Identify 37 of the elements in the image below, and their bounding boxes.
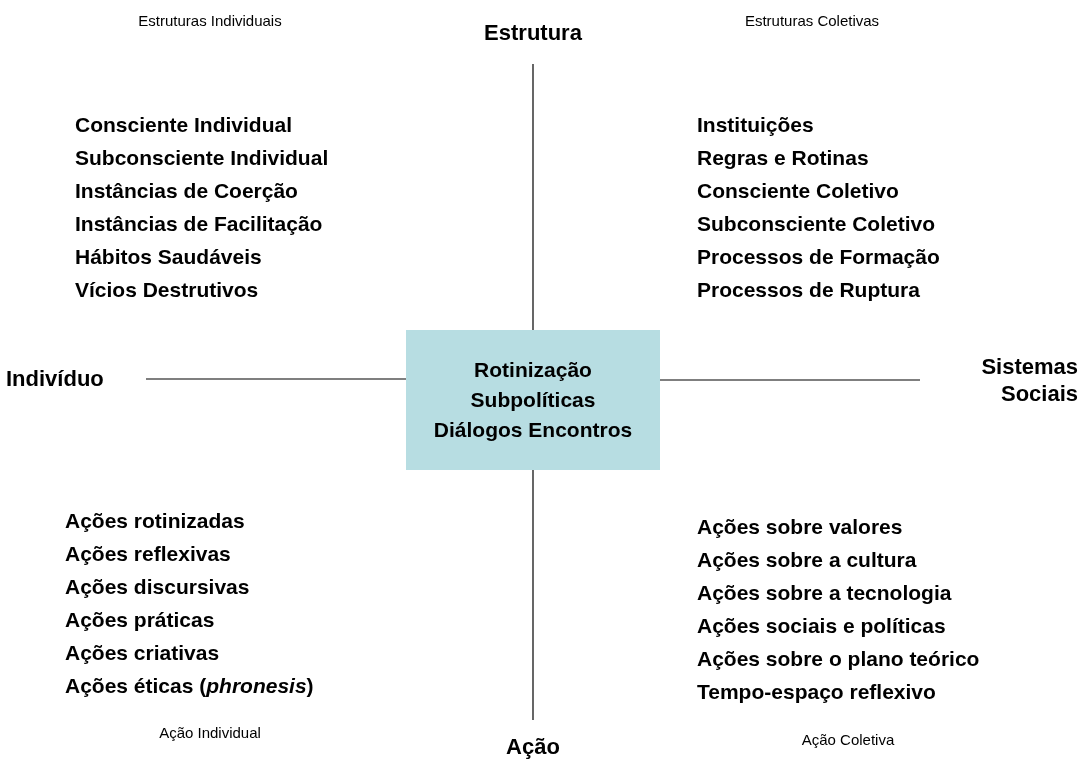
quadrant-caption: Ação Coletiva: [800, 730, 896, 750]
list-item: Instâncias de Coerção: [75, 178, 298, 204]
center-box: Rotinização Subpolíticas Diálogos Encontros: [406, 330, 660, 470]
list-item: Ações práticas: [65, 607, 215, 633]
axis-label: Sistemas Sociais: [920, 353, 1078, 407]
list-item: Instâncias de Facilitação: [75, 211, 323, 237]
quadrant-caption: Estruturas Coletivas: [743, 11, 881, 31]
axis-line: [659, 379, 921, 381]
list-item: Ações sociais e políticas: [697, 613, 946, 639]
list-item: Ações sobre o plano teórico: [697, 646, 980, 672]
list-item: Ações sobre valores: [697, 514, 903, 540]
list-item: Hábitos Saudáveis: [75, 244, 262, 270]
list-item: Tempo-espaço reflexivo: [697, 679, 936, 705]
list-item: Ações reflexivas: [65, 541, 231, 567]
axis-label: Indivíduo: [6, 366, 146, 392]
list-item: Instituições: [697, 112, 814, 138]
list-item: Ações discursivas: [65, 574, 250, 600]
list-item: Ações criativas: [65, 640, 220, 666]
list-item: Processos de Formação: [697, 244, 940, 270]
list-item: Ações rotinizadas: [65, 508, 245, 534]
list-item: Regras e Rotinas: [697, 145, 869, 171]
list-item: Subconsciente Coletivo: [697, 211, 936, 237]
list-item: Consciente Individual: [75, 112, 293, 138]
axis-line: [532, 63, 534, 331]
list-item: Subconsciente Individual: [75, 145, 329, 171]
list-item: Ações sobre a tecnologia: [697, 580, 952, 606]
axis-line: [532, 469, 534, 721]
list-item: Vícios Destrutivos: [75, 277, 259, 303]
axis-label: Estrutura: [470, 20, 596, 64]
quadrant-caption: Ação Individual: [158, 723, 262, 743]
list-item: Consciente Coletivo: [697, 178, 899, 204]
axis-line: [145, 378, 407, 380]
quadrant-caption: Estruturas Individuais: [137, 11, 283, 31]
axis-label: Ação: [480, 720, 586, 760]
list-item: Ações sobre a cultura: [697, 547, 917, 573]
list-item: Ações éticas (phronesis): [65, 673, 314, 699]
list-item: Processos de Ruptura: [697, 277, 920, 303]
